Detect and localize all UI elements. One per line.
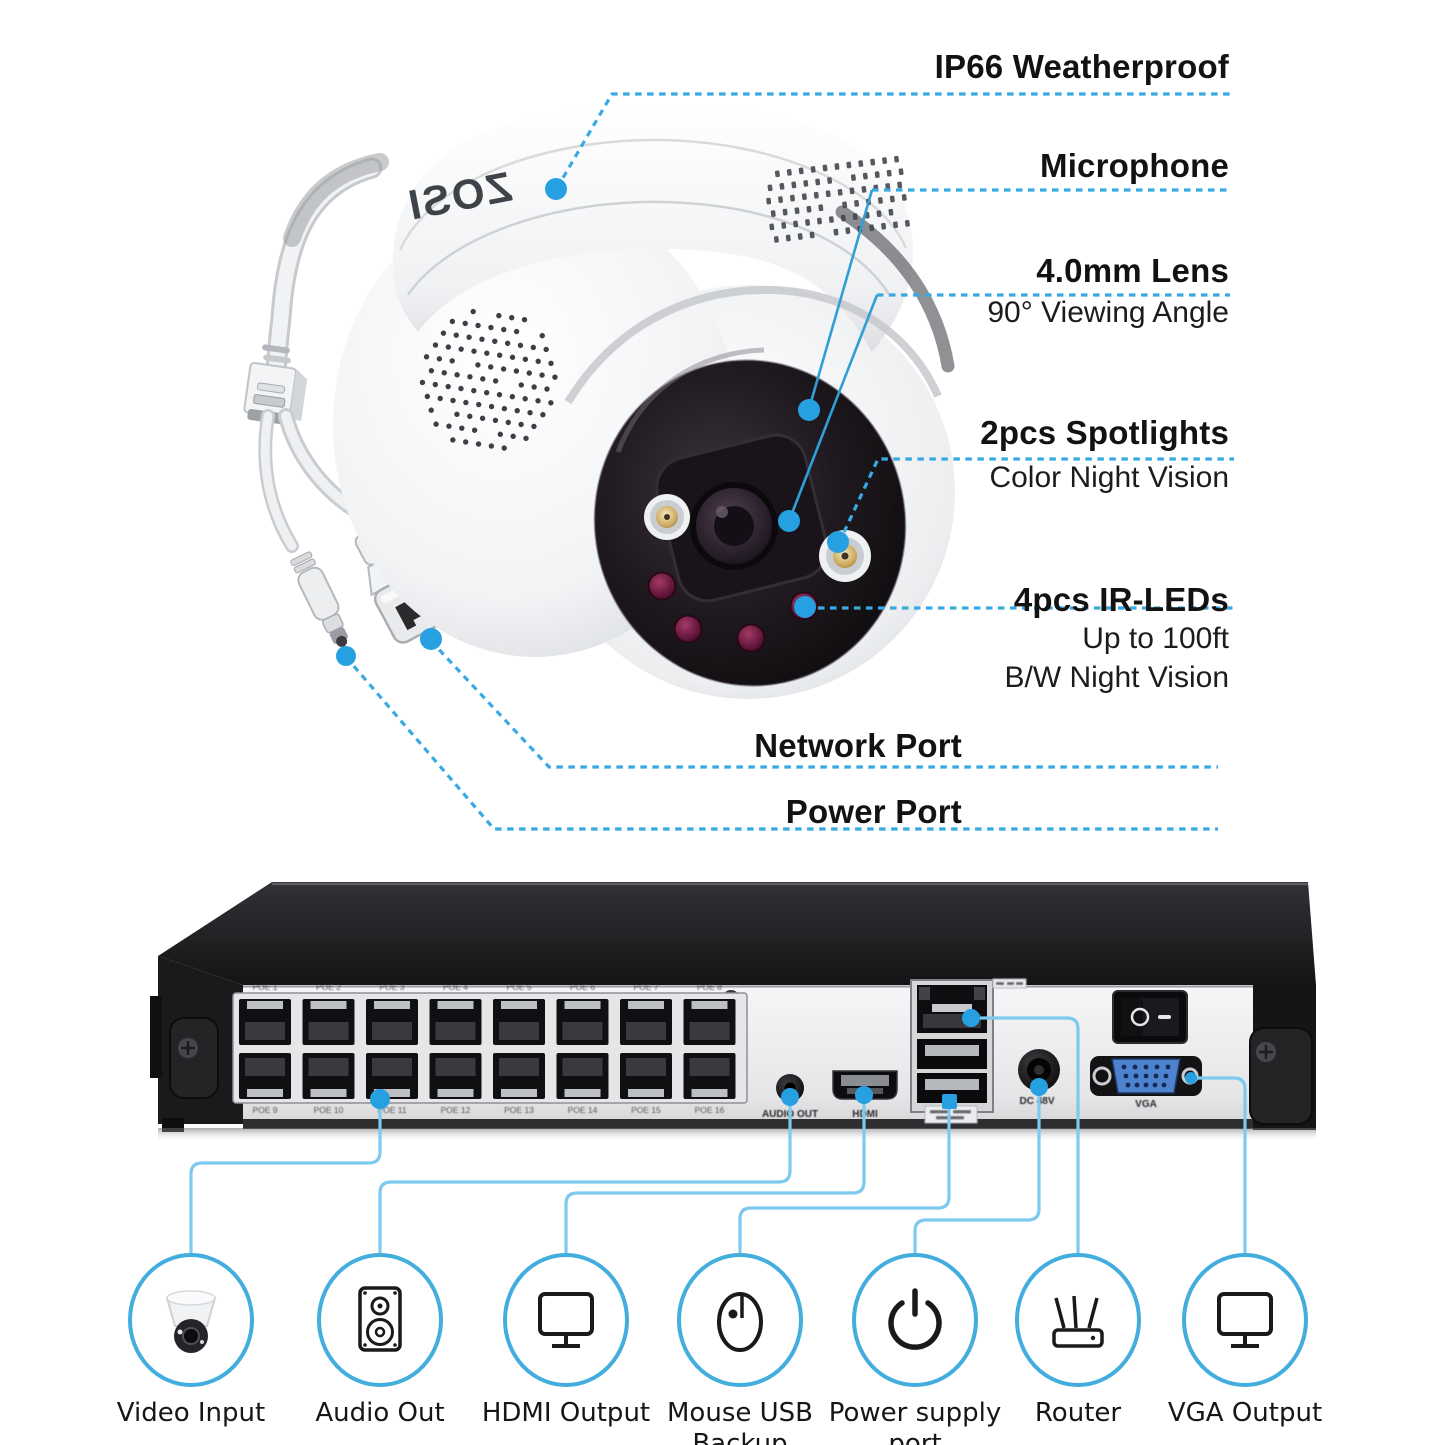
svg-text:POE 14: POE 14 [568,1105,598,1115]
legend-label: Mouse USB [667,1398,813,1428]
lens-dot [778,510,800,532]
svg-text:POE 4: POE 4 [443,982,468,992]
monitor-icon [503,1253,629,1387]
svg-text:POE 9: POE 9 [252,1105,277,1115]
dome-camera-icon [128,1253,254,1387]
poe-port-block: POE 1 POE 9 POE 2 POE 10 POE 3 POE 11 POE 4 POE… [232,982,748,1115]
lens-sublabel: 90° Viewing Angle [987,296,1229,329]
ir-range-label: Up to 100ft [1082,622,1229,655]
svg-text:POE 10: POE 10 [314,1105,344,1115]
legend-label: Video Input [116,1398,266,1428]
legend-hdmi-output: HDMI Output [476,1250,656,1429]
router-line [980,1016,1080,1256]
usb-port-dot [942,1094,957,1109]
vga-port [1090,1056,1202,1096]
spotlights-sublabel: Color Night Vision [989,461,1229,494]
power-supply-line [913,1092,1041,1256]
lens-label: 4.0mm Lens [1036,252,1229,289]
spotlights-label: 2pcs Spotlights [980,414,1229,451]
spotlight-left [644,494,690,540]
nvr-left-bracket [150,956,245,1132]
monitor-icon [1182,1253,1308,1387]
power-port-label: Power Port [785,793,962,830]
ip66-callout-line [555,92,1230,189]
network-port-callout-line [429,639,1218,769]
mouse-usb-line [738,1106,951,1256]
svg-text:POE 8: POE 8 [697,982,722,992]
lan-port-dot [962,1009,980,1027]
nvr-top-face [158,882,1316,985]
nvr-right-bracket [1249,985,1316,1130]
callout-lines [189,92,1247,1256]
power-switch [1112,990,1188,1044]
power-connector-dot [336,646,356,666]
svg-text:POE 12: POE 12 [441,1105,471,1115]
network-connector-dot [420,628,442,650]
svg-text:POE 16: POE 16 [695,1105,725,1115]
spotlight-dot [827,531,849,553]
lan-usb-stack [910,978,1027,1124]
microphone-label: Microphone [1040,147,1229,184]
camera-dome-cap [392,103,914,352]
vga-label: VGA [1135,1099,1157,1110]
dc-jack-dot [1030,1078,1048,1096]
legend-label: HDMI Output [481,1398,651,1428]
svg-text:POE 7: POE 7 [633,982,658,992]
svg-text:POE 15: POE 15 [631,1105,661,1115]
ir-bw-label: B/W Night Vision [1004,661,1229,694]
spotlights-callout-line [837,457,1234,544]
vga-output-line [1193,1076,1247,1256]
svg-text:POE 5: POE 5 [506,982,531,992]
cable-splitter [243,362,308,425]
ip66-dot [545,178,567,200]
svg-text:POE 3: POE 3 [379,982,404,992]
svg-text:POE 13: POE 13 [504,1105,534,1115]
audio-jack-dot [781,1088,799,1106]
video-input-line [189,1104,382,1256]
hdmi-port-dot [855,1086,873,1104]
legend-label: Audio Out [315,1398,445,1428]
ir-leds-label: 4pcs IR-LEDs [1013,581,1229,618]
speaker-grille [419,308,558,451]
legend-audio-out: Audio Out [290,1250,470,1429]
power-icon [852,1253,978,1387]
dc-power-jack [1018,1049,1060,1091]
dc-label: DC 48V [1019,1096,1054,1107]
svg-text:POE 1: POE 1 [252,982,277,992]
power-port-callout-line [344,655,1218,831]
legend-video-input: Video Input [101,1250,281,1429]
svg-text:POE 11: POE 11 [377,1105,406,1115]
power-port-connector [290,551,348,647]
ir-led-dot [794,596,816,618]
microphone-dot [798,399,820,421]
speaker-icon [317,1253,443,1387]
legend-label: VGA Output [1167,1398,1323,1428]
ip66-label: IP66 Weatherproof [934,48,1229,85]
camera-cable [243,153,389,553]
legend-label: Power supply [828,1398,1002,1428]
audio-out-line [378,1100,792,1256]
dome-camera-illustration: ZOSI [243,103,955,699]
network-port-label: Network Port [754,727,962,764]
legend-vga-output: VGA Output [1155,1250,1335,1429]
legend-router: Router [988,1250,1168,1429]
svg-text:POE 2: POE 2 [316,982,341,992]
router-icon [1015,1253,1141,1387]
vga-port-dot [1185,1072,1197,1084]
hdmi-output-line [564,1100,866,1256]
legend-label: Router [1034,1398,1122,1428]
nvr-illustration: POE 1 POE 9 POE 2 POE 10 POE 3 POE 11 POE 4 POE… [150,882,1316,1142]
mouse-icon [677,1253,803,1387]
svg-text:POE 6: POE 6 [570,982,595,992]
poe-port-dot [370,1089,390,1109]
camera-face [593,347,907,687]
